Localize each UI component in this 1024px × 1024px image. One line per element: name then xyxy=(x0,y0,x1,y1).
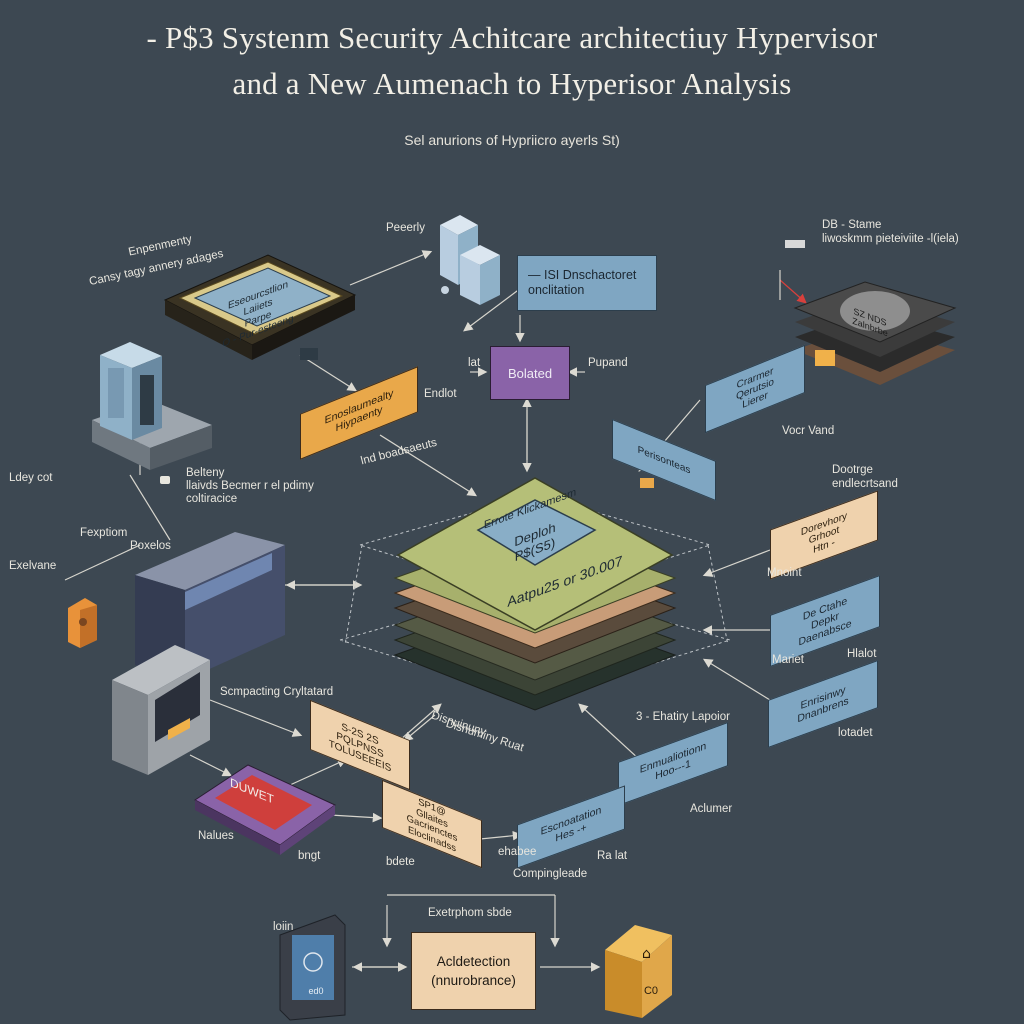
ehabee-label: ehabee xyxy=(498,846,537,858)
bolteny-desc2-label: coltiracice xyxy=(186,493,238,505)
disk-stack-icon xyxy=(793,281,957,385)
ps-box-label: C0 xyxy=(643,985,659,997)
acl-detection-box: Acldetection (nnurobrance) xyxy=(411,932,536,1010)
db-stame-label: DB - Stame xyxy=(822,219,882,231)
aclumer-label: Aclumer xyxy=(690,803,733,815)
isi-box-line2: onclitation xyxy=(528,283,585,297)
bolteny-desc1-label: llaivds Becmer r el pdimy xyxy=(186,480,314,492)
ehatily-lapoior-label: 3 - Ehatiry Lapoior xyxy=(636,711,730,723)
mnoint-label: Mnoint xyxy=(767,567,802,579)
ps-box-icon: ⌂ xyxy=(605,925,672,1018)
ralat-label: Ra lat xyxy=(597,850,628,862)
properly-label: Peeerly xyxy=(386,222,425,234)
lotadet-label: lotadet xyxy=(838,727,873,739)
console-screen-label: ed0 xyxy=(308,986,324,996)
central-chip-stack xyxy=(393,477,677,711)
hlalot-label: Hlalot xyxy=(847,648,877,660)
bolated-box: Bolated xyxy=(490,346,570,400)
fexptiom-sub-label: Poxelos xyxy=(130,540,171,552)
console-icon xyxy=(279,914,346,1021)
fexptiom-label: Fexptiom xyxy=(80,527,128,539)
acl-detection-title: Acldetection xyxy=(436,954,511,969)
exelvane-label: Exelvane xyxy=(9,560,57,572)
isi-box-line1: — ISI Dnschactoret xyxy=(528,268,637,282)
lock-icon xyxy=(68,598,97,648)
dootrge-desc-label: endlecrtsand xyxy=(832,478,898,490)
page-title-line2: and a New Aumenach to Hyperisor Analysis xyxy=(232,66,792,101)
bdete-label: bdete xyxy=(386,856,415,868)
console-screen-icon xyxy=(112,645,210,775)
nalues-label: Nalues xyxy=(198,830,234,842)
page-title: - P$3 Systenm Security Achitcare archite… xyxy=(146,20,878,55)
isi-box: — ISI Dnschactoret onclitation xyxy=(517,255,657,311)
bngt-label: bngt xyxy=(298,850,321,862)
svg-text:⌂: ⌂ xyxy=(642,946,651,962)
bolated-left-label: lat xyxy=(468,357,481,369)
exetrphom-sbde-label: Exetrphom sbde xyxy=(428,907,512,919)
key-icon xyxy=(160,240,805,488)
bolated-box-label: Bolated xyxy=(507,365,553,381)
pupand-label: Pupand xyxy=(588,357,628,369)
ledy-cot-label: Ldey cot xyxy=(9,472,53,484)
scmpacting-label: Scmpacting Cryltatard xyxy=(220,686,334,698)
iotin-label: loiin xyxy=(273,921,294,933)
server-tower-icon xyxy=(92,342,212,470)
acl-detection-sub: (nnurobrance) xyxy=(431,973,516,988)
compingleade-label: Compingleade xyxy=(513,868,588,880)
db-desc-label: liwoskmm pieteiviite -l(iela) xyxy=(822,233,959,245)
cpu-chip-icon xyxy=(163,254,357,360)
page-subtitle: Sel anurions of Hypriicro ayerls St) xyxy=(404,132,620,148)
mariet-label: Mariet xyxy=(772,654,804,666)
bolteny-label: Belteny xyxy=(186,467,225,479)
dootrge-label: Dootrge xyxy=(832,464,873,476)
duwet-card xyxy=(194,764,336,855)
persontea-line1: Perisonteas xyxy=(637,443,691,477)
vocr-vand-label: Vocr Vand xyxy=(782,425,835,437)
cube-network-icon xyxy=(440,215,500,305)
endlot-label: Endlot xyxy=(424,388,457,400)
